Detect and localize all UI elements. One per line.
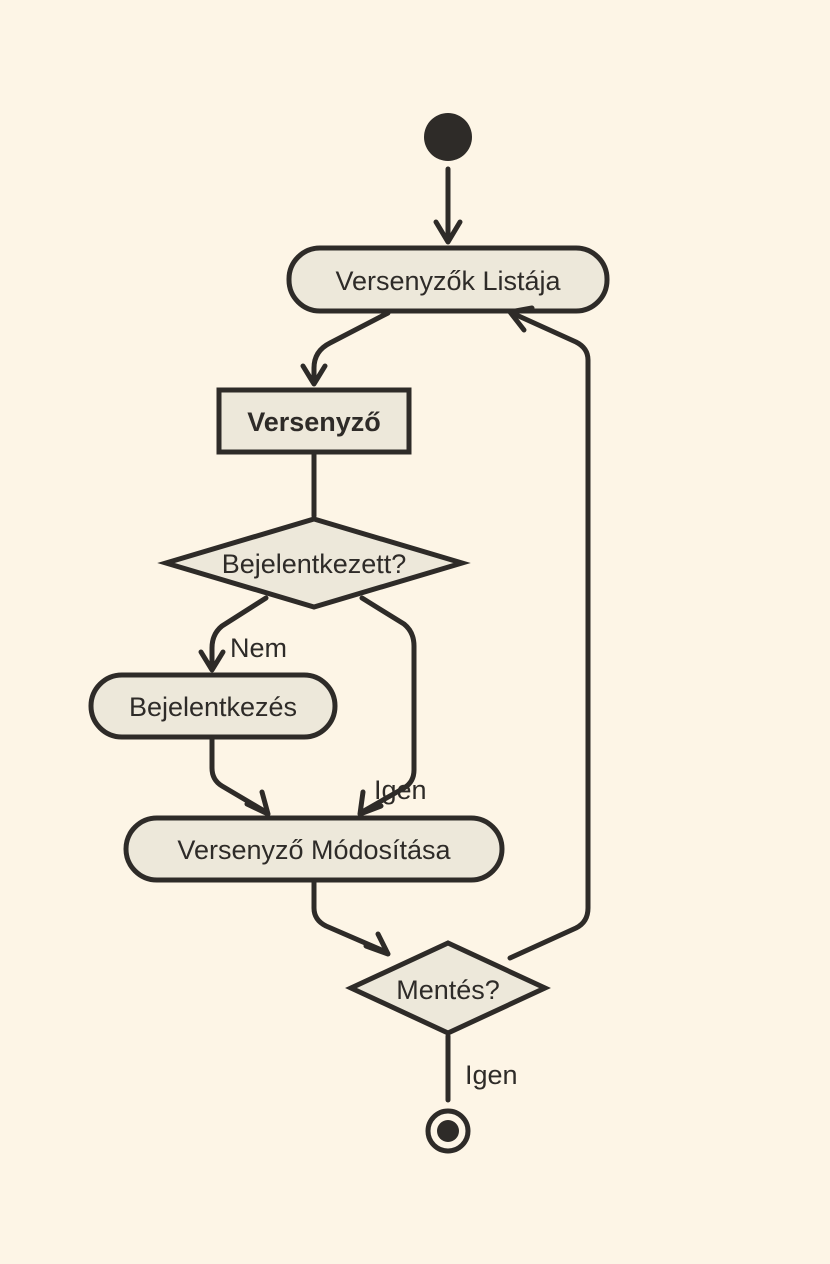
edge-login-to-modify — [209, 736, 271, 817]
edge-save-loop-to-list — [507, 305, 591, 961]
node-logged-in-decision-label: Bejelentkezett? — [222, 549, 407, 579]
edge-list-to-competitor — [300, 310, 391, 387]
node-modify-competitor: Versenyző Módosítása — [123, 815, 505, 883]
node-save-decision: Mentés? — [345, 940, 551, 1036]
edge-label-yes-modify: Igen — [374, 775, 427, 805]
edge-modify-to-save — [311, 879, 391, 957]
edge-label-no: Nem — [230, 633, 287, 663]
start-node — [424, 113, 472, 161]
node-logged-in-decision: Bejelentkezett? — [157, 516, 471, 610]
end-node — [425, 1108, 471, 1154]
node-competitor-list: Versenyzők Listája — [286, 245, 610, 314]
node-competitor-label: Versenyző — [247, 407, 381, 437]
edge-logged-in-yes — [357, 595, 417, 817]
node-modify-competitor-label: Versenyző Módosítása — [177, 835, 451, 865]
edge-start-to-list — [433, 166, 463, 245]
edge-label-yes-end: Igen — [465, 1060, 518, 1090]
node-competitor-list-label: Versenyzők Listája — [335, 266, 561, 296]
node-competitor: Versenyző — [216, 387, 412, 455]
node-login-label: Bejelentkezés — [129, 692, 297, 722]
node-login: Bejelentkezés — [88, 672, 338, 740]
node-save-decision-label: Mentés? — [396, 975, 500, 1005]
edge-logged-in-no — [198, 595, 269, 673]
